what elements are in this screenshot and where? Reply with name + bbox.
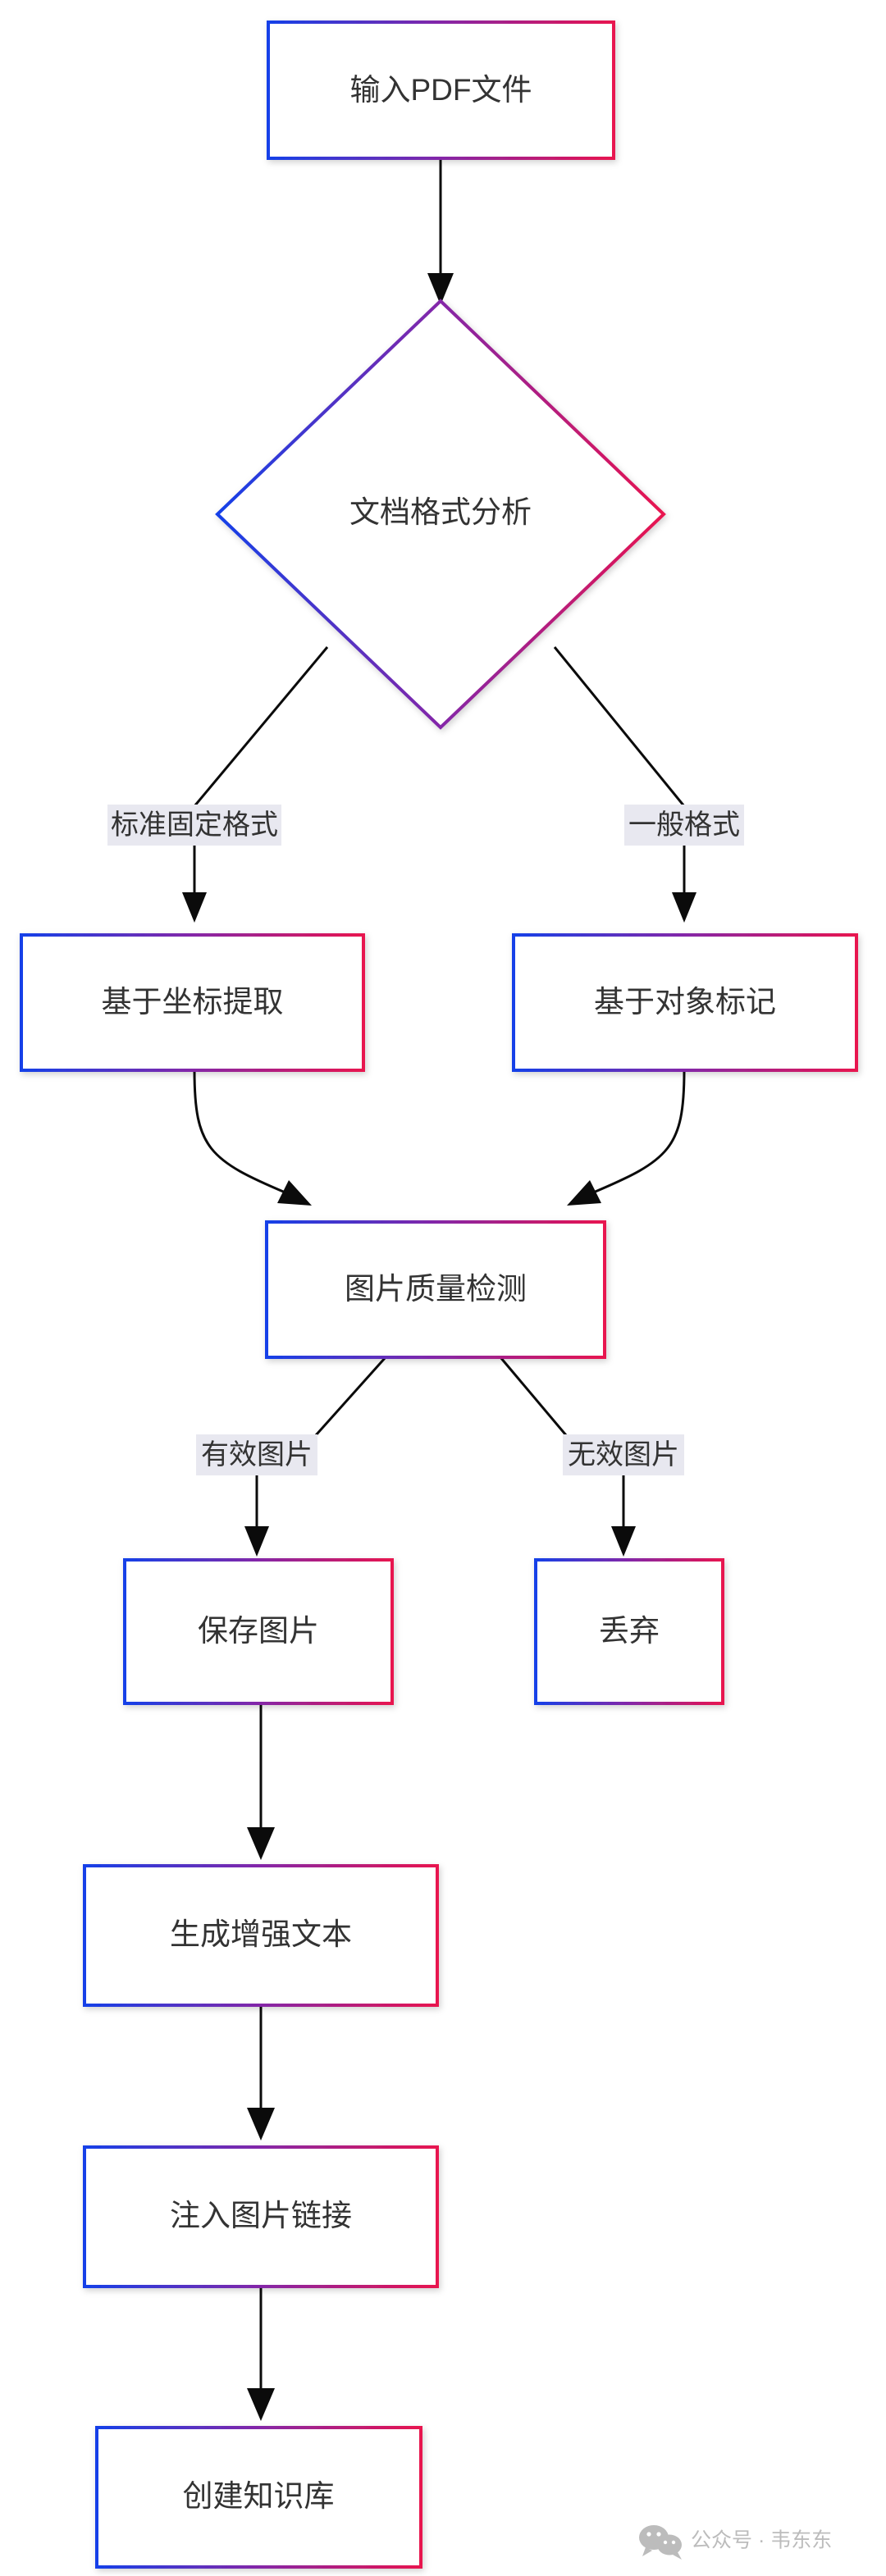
- edge-input-to-analysis: [427, 158, 454, 305]
- node-generate-enhanced-text-shape: [83, 1864, 439, 2007]
- node-input-pdf-label: 输入PDF文件: [350, 73, 532, 107]
- edge-object-to-quality: [567, 1069, 686, 1206]
- edge-label-standard-fixed-format: 标准固定格式: [107, 805, 281, 846]
- edge-save-to-generate: [247, 1703, 275, 1860]
- node-image-quality-check-shape: [265, 1220, 606, 1359]
- edge-label-general-format: 一般格式: [624, 805, 744, 846]
- node-object-marking-shape: [512, 933, 858, 1072]
- node-discard[interactable]: 丢弃: [534, 1558, 724, 1705]
- edge-analysis-to-coord: [182, 646, 329, 923]
- node-save-image[interactable]: 保存图片: [123, 1558, 394, 1705]
- edge-label-general-format-text: 一般格式: [628, 809, 740, 841]
- node-coordinate-extraction[interactable]: 基于坐标提取: [20, 933, 365, 1072]
- node-create-knowledge-base-label: 创建知识库: [183, 2479, 335, 2513]
- node-image-quality-check[interactable]: 图片质量检测: [265, 1220, 606, 1359]
- edge-label-general-format-bg: [624, 805, 744, 846]
- node-generate-enhanced-text-label: 生成增强文本: [170, 1917, 352, 1951]
- node-inject-image-links-shape: [83, 2145, 439, 2288]
- node-format-analysis-shape: [215, 299, 666, 730]
- node-input-pdf[interactable]: 输入PDF文件: [267, 21, 615, 160]
- edge-label-valid-image: 有效图片: [196, 1434, 317, 1475]
- edge-quality-to-discard: [499, 1356, 636, 1557]
- node-create-knowledge-base[interactable]: 创建知识库: [95, 2426, 422, 2569]
- node-input-pdf-shape: [267, 21, 615, 160]
- node-discard-shape: [534, 1558, 724, 1705]
- edge-label-valid-image-text: 有效图片: [201, 1439, 313, 1470]
- node-inject-image-links-label: 注入图片链接: [170, 2199, 352, 2232]
- node-save-image-shape: [123, 1558, 394, 1705]
- node-format-analysis-label: 文档格式分析: [349, 495, 532, 529]
- edge-coord-to-quality: [193, 1069, 312, 1206]
- node-coordinate-extraction-shape: [20, 933, 365, 1072]
- edge-label-valid-image-bg: [196, 1434, 317, 1475]
- node-image-quality-check-label: 图片质量检测: [345, 1272, 527, 1306]
- node-discard-label: 丢弃: [599, 1614, 660, 1648]
- node-format-analysis[interactable]: 文档格式分析: [215, 299, 666, 730]
- edge-label-standard-fixed-format-text: 标准固定格式: [111, 809, 278, 841]
- node-inject-image-links[interactable]: 注入图片链接: [83, 2145, 439, 2288]
- node-coordinate-extraction-label: 基于坐标提取: [102, 985, 284, 1019]
- edge-label-invalid-image-text: 无效图片: [568, 1439, 679, 1470]
- edge-label-invalid-image-bg: [563, 1434, 684, 1475]
- node-object-marking[interactable]: 基于对象标记: [512, 933, 858, 1072]
- wechat-icon: [639, 2525, 682, 2560]
- node-save-image-label: 保存图片: [198, 1614, 319, 1648]
- node-object-marking-label: 基于对象标记: [594, 985, 776, 1019]
- edge-inject-to-kb: [247, 2286, 275, 2421]
- edge-analysis-to-object: [553, 646, 696, 923]
- node-generate-enhanced-text[interactable]: 生成增强文本: [83, 1864, 439, 2007]
- watermark: 公众号 · 韦东东: [639, 2525, 832, 2560]
- edge-label-standard-fixed-format-bg: [107, 805, 281, 846]
- edge-generate-to-inject: [247, 2005, 275, 2141]
- edge-label-invalid-image: 无效图片: [563, 1434, 684, 1475]
- node-create-knowledge-base-shape: [95, 2426, 422, 2569]
- watermark-text: 公众号 · 韦东东: [691, 2529, 832, 2552]
- edge-quality-to-save: [244, 1356, 387, 1557]
